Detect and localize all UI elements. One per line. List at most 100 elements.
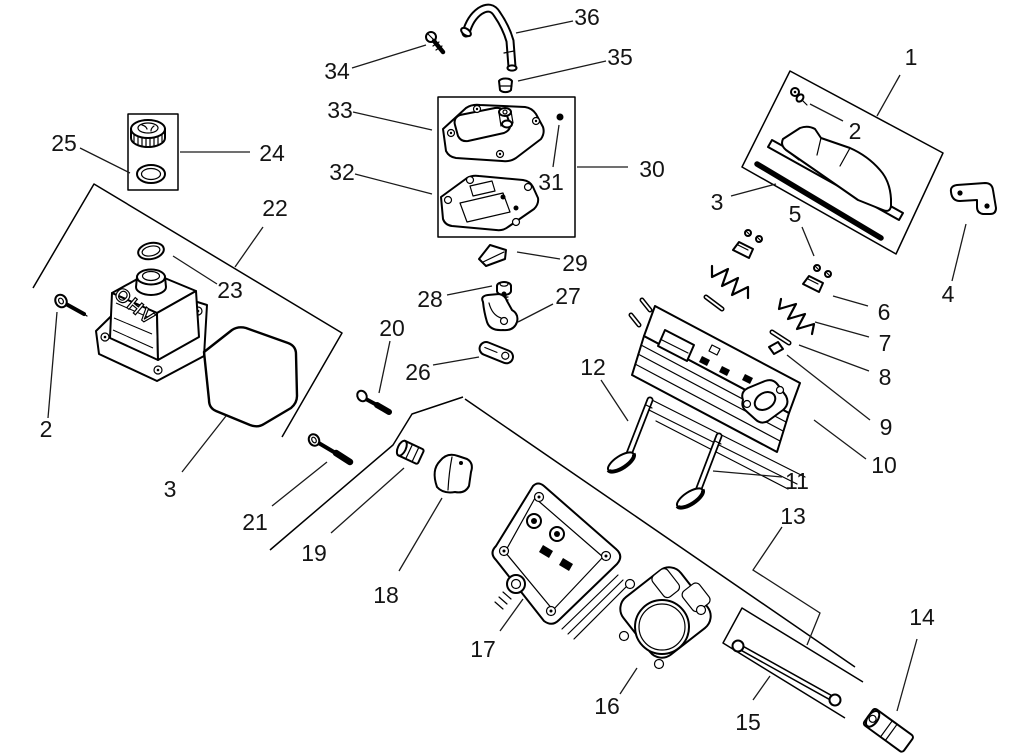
callout-leader-5 bbox=[801, 226, 815, 257]
callout-leader-32 bbox=[354, 173, 433, 195]
exhaust-port-flange bbox=[741, 379, 789, 424]
wedge-key bbox=[478, 244, 507, 267]
valve-spring-left bbox=[710, 264, 750, 300]
spring-retainer-left bbox=[732, 241, 754, 259]
callout-leader-16 bbox=[619, 667, 638, 695]
callout-leader-14 bbox=[896, 638, 918, 712]
callout-label-2-upper: 2 bbox=[849, 118, 862, 144]
group-bracket-18 bbox=[269, 396, 464, 551]
callout-label-32: 32 bbox=[329, 159, 355, 185]
callout-label-6: 6 bbox=[878, 299, 891, 325]
callout-label-8: 8 bbox=[879, 364, 892, 390]
callout-leader-4 bbox=[951, 223, 967, 282]
valve-cover-oring bbox=[137, 241, 165, 261]
callout-leader-35 bbox=[517, 60, 607, 82]
callout-leader-11 bbox=[712, 470, 783, 478]
callout-label-27: 27 bbox=[555, 283, 581, 309]
valve-cover-gasket bbox=[202, 326, 299, 428]
callout-leader-2-left bbox=[47, 311, 58, 419]
callout-label-34: 34 bbox=[324, 58, 350, 84]
callout-label-30: 30 bbox=[639, 156, 665, 182]
cylinder-head-assembly bbox=[628, 297, 806, 490]
callout-label-13: 13 bbox=[780, 503, 806, 529]
callout-leader-7 bbox=[814, 321, 870, 338]
group-line-13 bbox=[464, 398, 856, 668]
callout-label-16: 16 bbox=[594, 693, 620, 719]
callout-leader-29 bbox=[516, 251, 561, 260]
breather-tube bbox=[460, 3, 518, 72]
callout-label-11: 11 bbox=[785, 468, 809, 494]
callout-label-31: 31 bbox=[538, 169, 564, 195]
valve-stem-shim bbox=[768, 341, 784, 355]
valve-cover-side-lines bbox=[785, 137, 851, 167]
oil-fill-neck bbox=[135, 268, 167, 296]
group-box-30 bbox=[437, 96, 576, 238]
group-box-24 bbox=[127, 113, 179, 191]
callout-leader-21 bbox=[271, 461, 328, 507]
callout-label-4: 4 bbox=[942, 281, 955, 307]
callout-label-2-left: 2 bbox=[40, 416, 53, 442]
group-boxes bbox=[32, 70, 944, 719]
lift-bracket bbox=[949, 182, 997, 215]
callout-leader-34 bbox=[351, 44, 427, 69]
callout-label-20: 20 bbox=[379, 315, 405, 341]
callout-leader-15 bbox=[752, 675, 771, 701]
valve-spring-right bbox=[777, 297, 816, 336]
spring-seat-right bbox=[769, 329, 792, 346]
callout-label-9: 9 bbox=[880, 414, 893, 440]
callout-leader-3-left bbox=[181, 415, 227, 473]
callout-label-3-upper: 3 bbox=[711, 189, 724, 215]
exhaust-valve bbox=[675, 432, 723, 510]
callout-label-5: 5 bbox=[789, 201, 802, 227]
group-bracket-15 bbox=[722, 607, 864, 719]
callout-leader-17 bbox=[499, 598, 524, 632]
intake-valve bbox=[606, 396, 654, 474]
rocker-hardware-group bbox=[478, 244, 519, 365]
breather-group bbox=[425, 3, 564, 232]
callout-leader-2-upper bbox=[809, 103, 844, 122]
callout-leader-19 bbox=[330, 467, 405, 534]
callout-label-24: 24 bbox=[259, 140, 285, 166]
rocker-arm bbox=[433, 453, 473, 494]
callout-leader-6 bbox=[832, 295, 869, 307]
rocker-area-group bbox=[307, 389, 473, 494]
callout-label-3-left: 3 bbox=[164, 476, 177, 502]
cylinder-head-bottom bbox=[491, 482, 629, 640]
head-gasket bbox=[618, 566, 712, 670]
callout-label-7: 7 bbox=[879, 330, 892, 356]
hydraulic-lifter bbox=[862, 707, 914, 753]
valve-keepers bbox=[744, 229, 832, 278]
callout-label-22: 22 bbox=[262, 195, 288, 221]
group-box-22 bbox=[32, 183, 343, 438]
breather-cover bbox=[442, 103, 545, 163]
callout-leader-25 bbox=[79, 147, 131, 174]
cover-screw-upper bbox=[790, 87, 808, 106]
callout-label-1: 1 bbox=[905, 44, 918, 70]
callout-label-33: 33 bbox=[327, 97, 353, 123]
push-rod bbox=[731, 639, 842, 707]
callout-leader-22 bbox=[234, 226, 264, 268]
rocker-nut bbox=[395, 439, 425, 465]
oil-cap-oring bbox=[136, 164, 166, 184]
callout-label-17: 17 bbox=[470, 636, 496, 662]
valve-cover: OHV bbox=[95, 268, 208, 382]
valve-cover-right-group bbox=[754, 87, 997, 241]
callout-label-26: 26 bbox=[405, 359, 431, 385]
callout-leader-12 bbox=[600, 379, 629, 422]
callout-label-36: 36 bbox=[574, 4, 600, 30]
callout-label-14: 14 bbox=[909, 604, 935, 630]
callout-label-28: 28 bbox=[417, 286, 443, 312]
callout-leader-31 bbox=[552, 124, 560, 168]
spark-plug-boss bbox=[494, 574, 526, 610]
callout-leader-9 bbox=[786, 354, 871, 421]
oil-cap-group bbox=[130, 119, 166, 184]
callout-label-19: 19 bbox=[301, 540, 327, 566]
callouts-layer: 1234567891011121314151617181920212223242… bbox=[40, 4, 967, 735]
callout-label-23: 23 bbox=[217, 277, 243, 303]
callout-leader-28 bbox=[446, 285, 493, 296]
breather-grommet bbox=[498, 77, 513, 94]
group-box-1 bbox=[741, 70, 944, 255]
head-bolt-20 bbox=[356, 389, 392, 415]
callout-leader-18 bbox=[398, 497, 443, 572]
